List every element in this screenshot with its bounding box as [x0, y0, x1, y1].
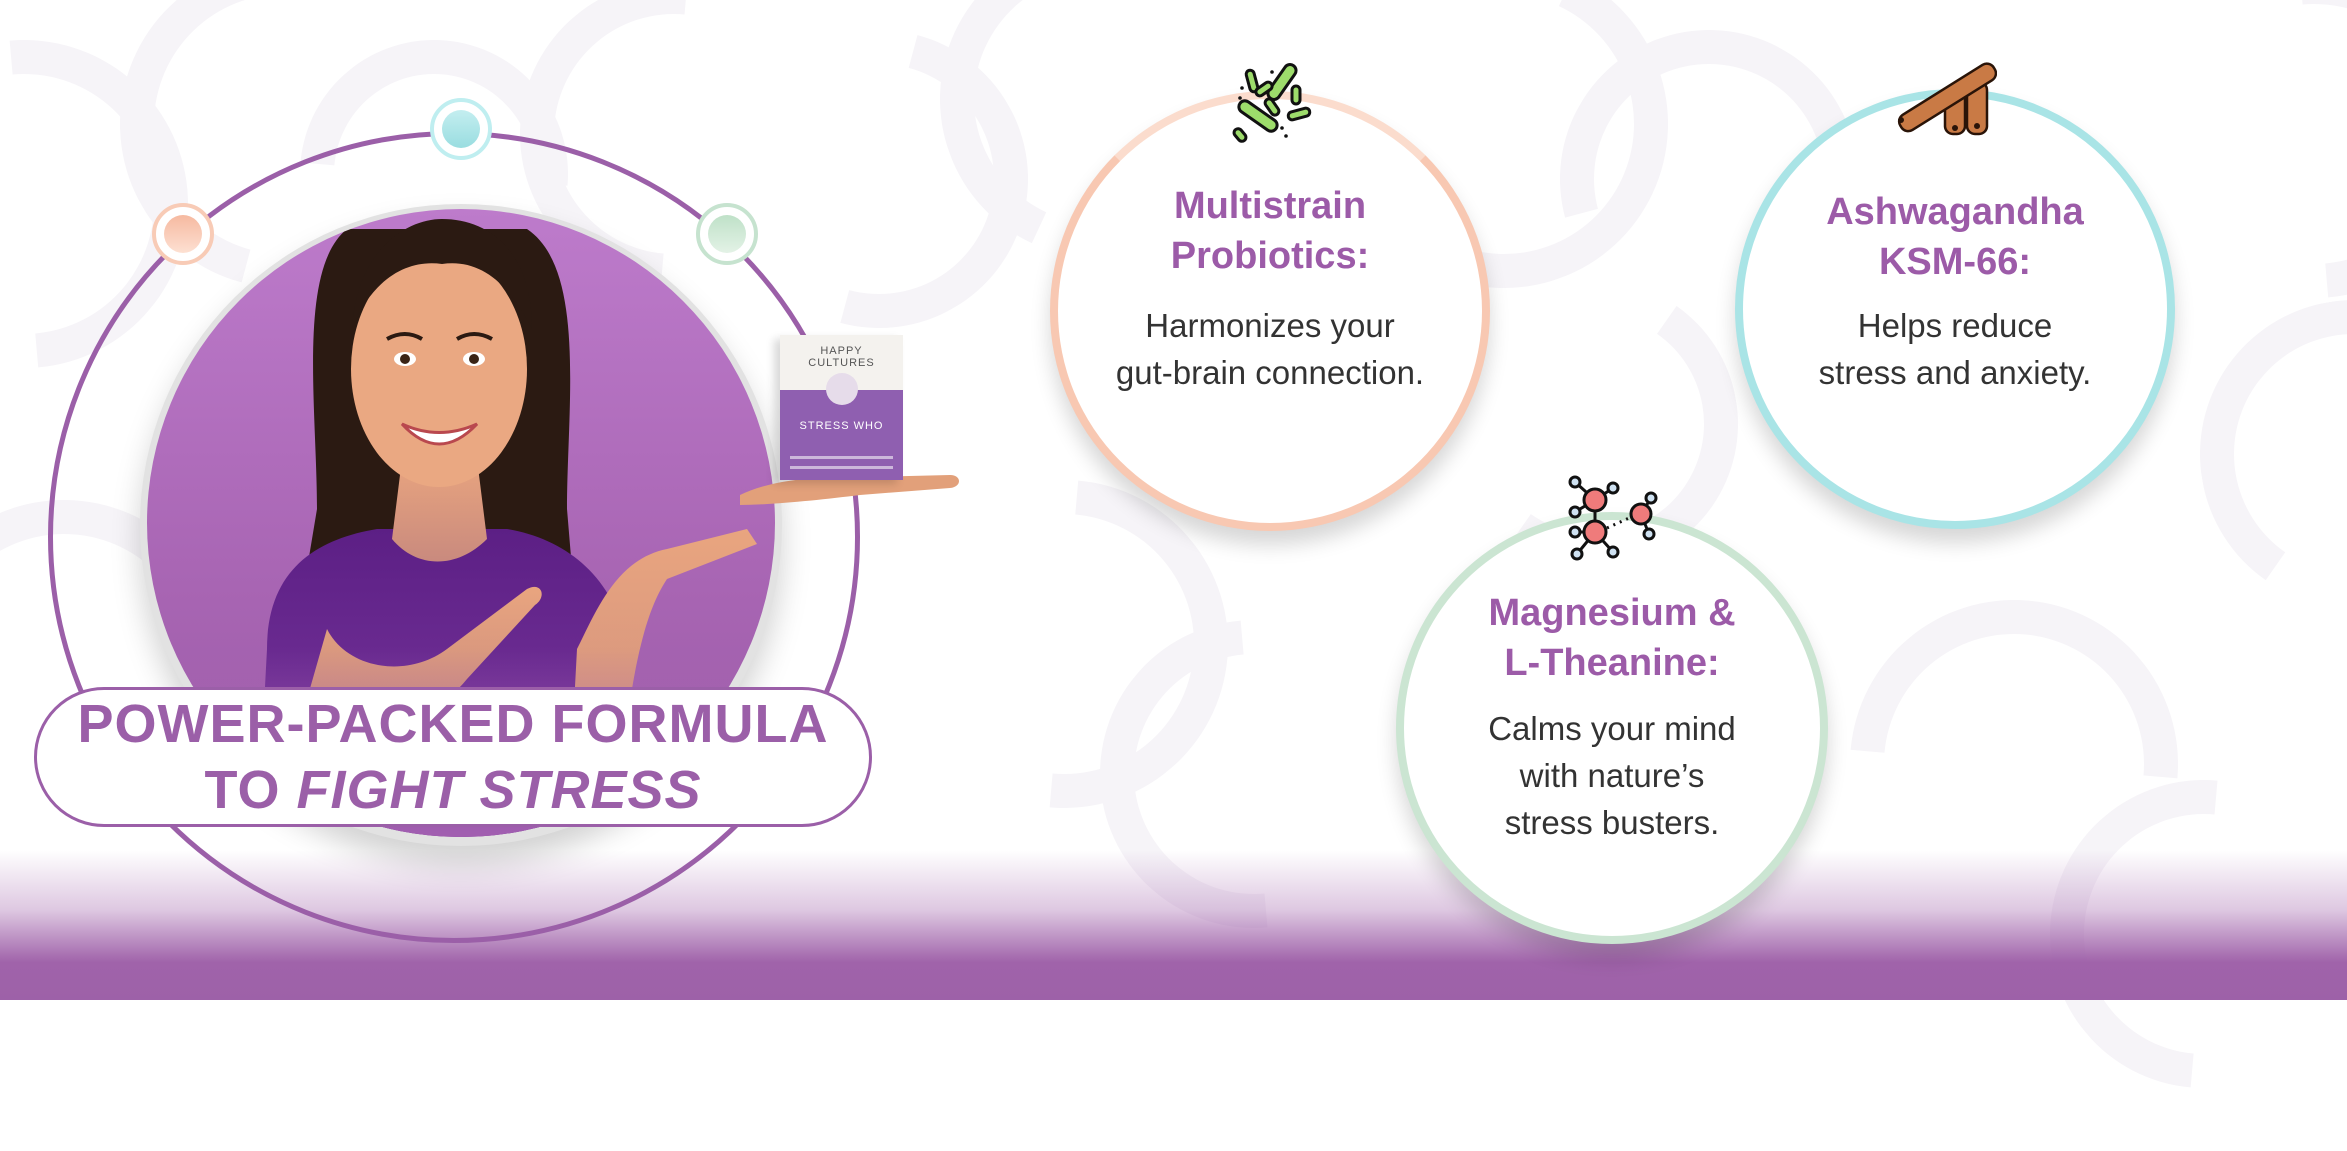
product-name: STRESS WHO: [799, 420, 884, 432]
lotus-icon: [826, 373, 858, 405]
molecule-icon: [1568, 475, 1658, 561]
ingredient-card-ashwagandha: Ashwagandha KSM-66: Helps reduce stress …: [1735, 89, 2175, 529]
ingredient-title: Ashwagandha KSM-66:: [1826, 191, 2084, 283]
product-box: HAPPY CULTURES STRESS WHO: [780, 335, 903, 480]
ingredient-title: Magnesium & L-Theanine:: [1488, 592, 1736, 684]
open-palm: [740, 475, 959, 505]
ingredient-title: Multistrain Probiotics:: [1170, 185, 1370, 277]
orbit-dot-teal: [430, 98, 492, 160]
headline-line-1: POWER-PACKED FORMULA: [77, 694, 829, 754]
ingredient-description: Harmonizes your gut-brain connection.: [1115, 307, 1425, 391]
ingredient-card-magnesium: Magnesium & L-Theanine: Calms your mind …: [1396, 512, 1828, 944]
ingredient-card-probiotics: Multistrain Probiotics: Harmonizes your …: [1050, 91, 1490, 531]
headline-line-2: TO FIGHT STRESS: [204, 760, 702, 820]
product-brand: HAPPY CULTURES: [808, 345, 875, 369]
ingredient-description: Calms your mind with nature’s stress bus…: [1488, 710, 1736, 841]
ingredient-description: Helps reduce stress and anxiety.: [1818, 307, 2092, 391]
bacteria-icon: [1232, 63, 1312, 143]
cinnamon-sticks-icon: [1897, 62, 1997, 136]
product-label-panel: STRESS WHO: [780, 390, 903, 480]
headline-emphasis: FIGHT STRESS: [296, 760, 702, 820]
headline-banner: POWER-PACKED FORMULA TO FIGHT STRESS: [34, 687, 872, 827]
